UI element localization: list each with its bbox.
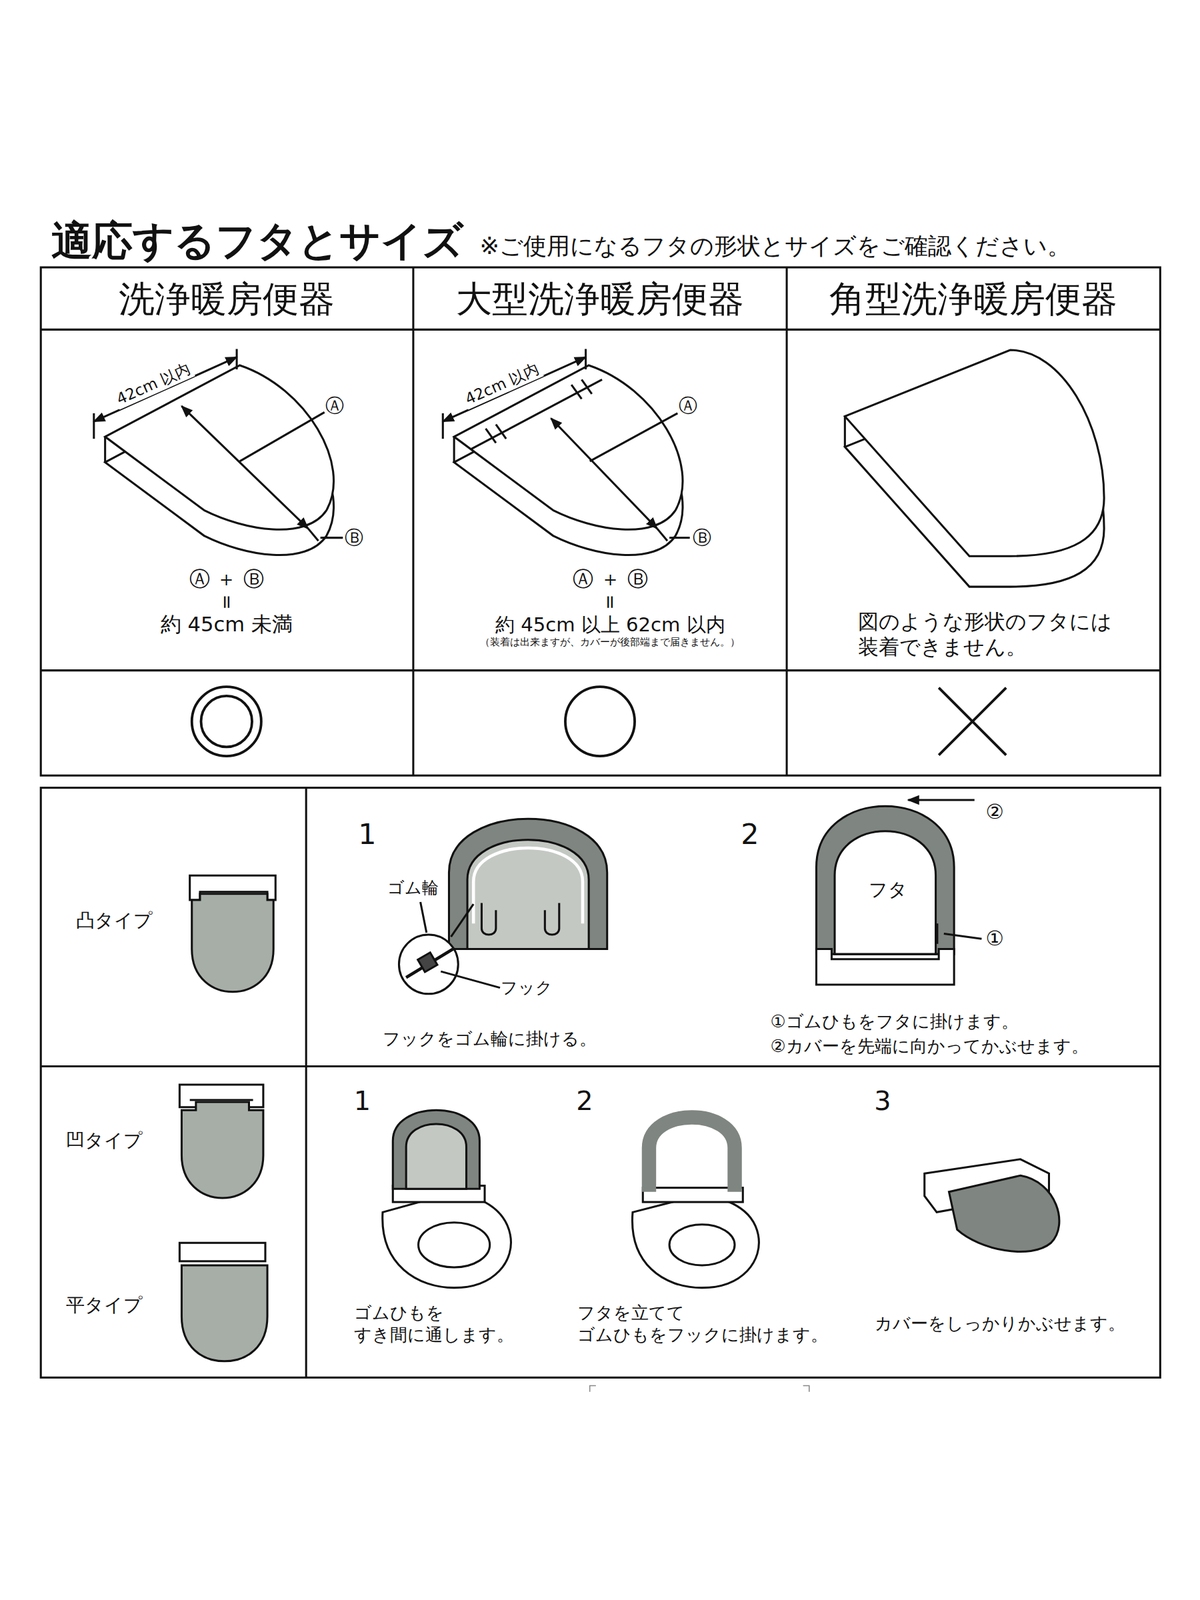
large-lid-figure — [442, 348, 690, 555]
column-header: 角型洗浄暖房便器 — [829, 276, 1118, 322]
fit-symbols — [192, 686, 1006, 756]
part-name: ゴム輪 — [387, 877, 439, 898]
instruction: カバーをしっかりかぶせます。 — [874, 1312, 1126, 1335]
type-name: 凹タイプ — [66, 1129, 143, 1152]
column-header: 大型洗浄暖房便器 — [456, 276, 744, 322]
footnote: （装着は出来ますが、カバーが後部端まで届きません。） — [480, 636, 740, 650]
size-limit: 約 45cm 未満 — [160, 612, 293, 638]
equals-sign: = — [598, 594, 622, 610]
callout-letter: Ⓑ — [692, 526, 712, 549]
instruction: フックをゴム輪に掛ける。 — [382, 1028, 597, 1050]
type-name: 凸タイプ — [76, 908, 153, 932]
instruction: フタを立てて ゴムひもをフックに掛けます。 — [577, 1302, 828, 1346]
step-number: 1 — [358, 816, 376, 853]
equals-sign: = — [215, 594, 238, 610]
instruction: ①ゴムひもをフタに掛けます。 — [770, 1010, 1019, 1033]
part-name: フック — [500, 977, 553, 998]
lid-figure — [94, 348, 343, 555]
callout-number: ① — [986, 926, 1004, 952]
callout-letter: Ⓑ — [344, 526, 364, 549]
step-number: 1 — [354, 1084, 371, 1118]
instruction: ②カバーを先端に向かってかぶせます。 — [770, 1035, 1089, 1058]
column-header: 洗浄暖房便器 — [118, 276, 335, 322]
warning-note: 図のような形状のフタには 装着できません。 — [858, 609, 1112, 660]
dimension: 42cm 以内 — [460, 358, 544, 410]
step-number: 3 — [874, 1084, 891, 1118]
callout-letter: Ⓐ — [325, 394, 344, 418]
cover-on-lid-figure — [816, 800, 982, 985]
step-number: 2 — [576, 1084, 593, 1118]
callout-number: ② — [986, 799, 1004, 825]
cover-figure — [398, 818, 607, 994]
step-number: 2 — [740, 816, 759, 853]
formula: Ⓐ ＋ Ⓑ — [572, 566, 648, 592]
type-name: 平タイプ — [66, 1293, 143, 1316]
dimension: 42cm 以内 — [111, 358, 195, 410]
instruction: ゴムひもを すき間に通します。 — [354, 1302, 514, 1346]
seat-figures — [382, 1110, 1060, 1288]
note: ※ご使用になるフタの形状とサイズをご確認ください。 — [479, 231, 1070, 261]
callout-letter: Ⓐ — [678, 394, 698, 418]
formula: Ⓐ ＋ Ⓑ — [189, 566, 264, 592]
type-icons — [179, 875, 276, 1362]
size-limit: 約 45cm 以上 62cm 以内 — [495, 612, 726, 637]
page-title: 適応するフタとサイズ — [51, 215, 464, 267]
part-name: フタ — [868, 878, 908, 901]
square-lid-figure — [844, 350, 1104, 587]
